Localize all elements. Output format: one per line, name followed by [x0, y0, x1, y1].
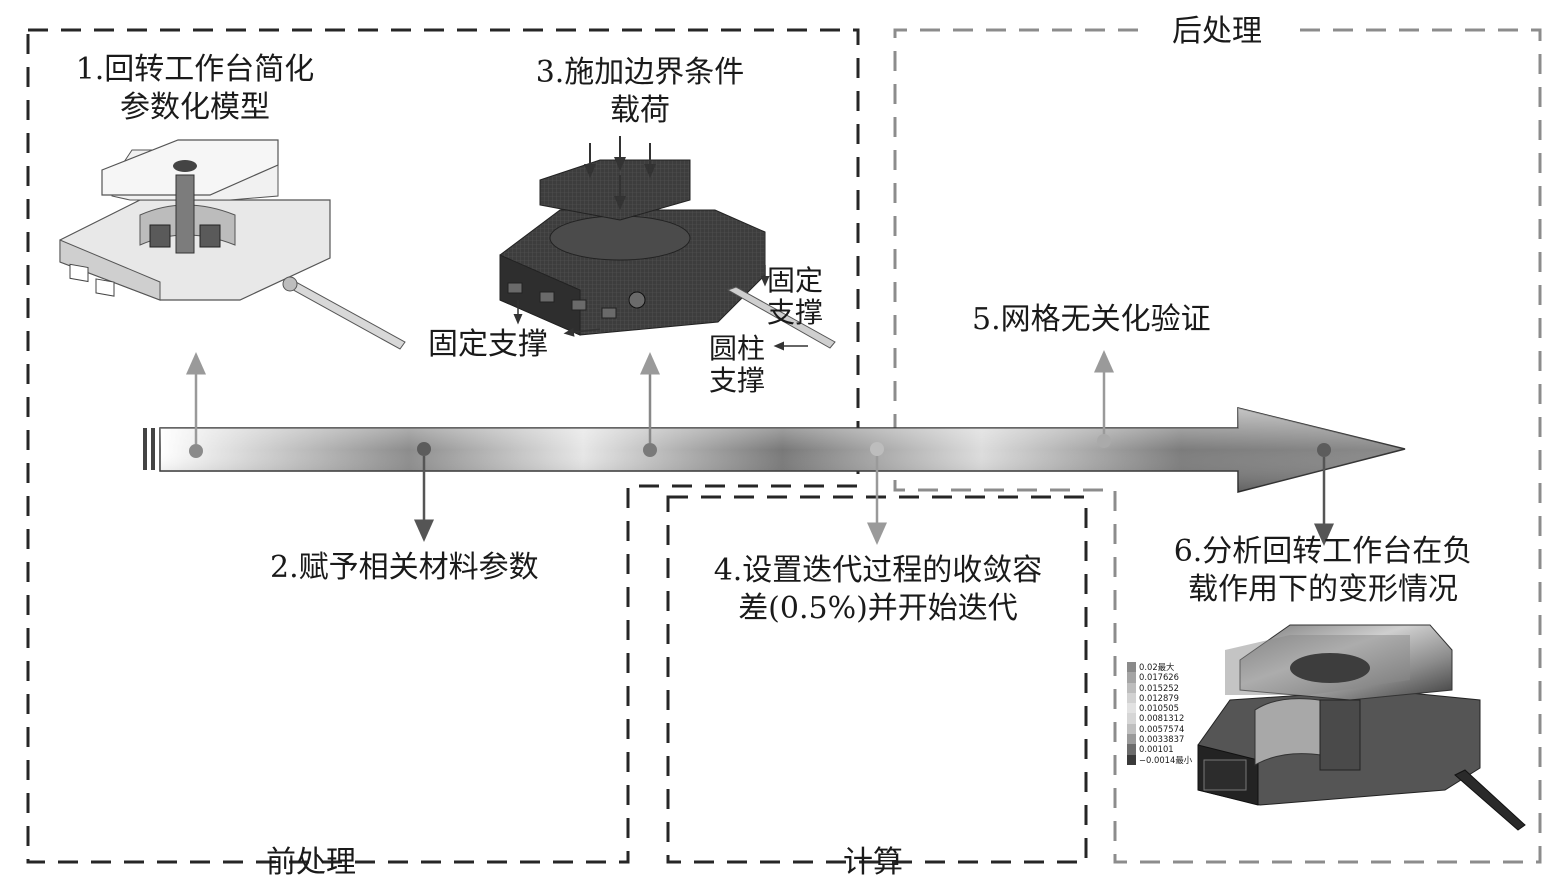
step4-label: 4.设置迭代过程的收敛容 差(0.5%)并开始迭代: [683, 552, 1073, 628]
timeline-dot-step3: [643, 443, 657, 457]
legend-value: 0.015252: [1139, 682, 1179, 693]
step5-label: 5.网格无关化验证: [972, 302, 1211, 337]
phase-label-calculation: 计算: [843, 845, 903, 880]
timeline-dot-step2: [417, 442, 431, 456]
legend-value: −0.0014最小: [1139, 754, 1193, 765]
legend-value: 0.0081312: [1139, 713, 1185, 724]
fixed-support-right-label: 固定 支撑: [760, 265, 830, 329]
legend-row: 0.02最大: [1127, 662, 1187, 673]
step4-line2: 差(0.5%)并开始迭代: [738, 591, 1018, 626]
legend-row: 0.015252: [1127, 682, 1187, 693]
step2-label: 2.赋予相关材料参数: [270, 550, 539, 585]
step6-label: 6.分析回转工作台在负 载作用下的变形情况: [1148, 533, 1498, 609]
legend-swatch: [1127, 662, 1136, 673]
legend-value: 0.00101: [1139, 744, 1174, 755]
step4-line1: 4.设置迭代过程的收敛容: [713, 553, 1043, 588]
deformation-result-model-image: [1197, 624, 1526, 831]
legend-swatch: [1127, 682, 1136, 693]
step3-line1: 3.施加边界条件: [535, 55, 745, 90]
fixed-support-right-line2: 支撑: [766, 296, 823, 329]
legend-swatch: [1127, 754, 1136, 765]
boundary-condition-model-image: [499, 136, 836, 351]
legend-swatch: [1127, 692, 1136, 704]
phase-label-post-processing: 后处理: [1168, 13, 1266, 51]
legend-row: 0.0057574: [1127, 723, 1187, 735]
legend-row: 0.017626: [1127, 672, 1187, 683]
timeline-dot-step1: [189, 444, 203, 458]
step1-label: 1.回转工作台简化 参数化模型: [55, 51, 335, 127]
legend-row: 0.012879: [1127, 692, 1187, 704]
cylinder-support-label: 圆柱 支撑: [702, 333, 772, 397]
legend-value: 0.0033837: [1139, 734, 1185, 745]
legend-swatch: [1127, 713, 1136, 724]
legend-row: 0.0033837: [1127, 734, 1187, 745]
pre-processing-box: [26, 28, 860, 864]
legend-swatch: [1127, 723, 1136, 735]
rotary-table-model-image: [59, 139, 406, 350]
timeline-dot-step5: [1097, 434, 1111, 448]
cylinder-support-line2: 支撑: [708, 364, 765, 397]
step3-label: 3.施加边界条件 载荷: [505, 54, 775, 130]
legend-row: 0.010505: [1127, 703, 1187, 714]
legend-value: 0.012879: [1139, 692, 1179, 703]
timeline-arrow: [143, 407, 1406, 493]
step1-line2: 参数化模型: [120, 90, 270, 125]
legend-value: 0.0057574: [1139, 723, 1185, 734]
legend-value: 0.010505: [1139, 703, 1179, 714]
legend-value: 0.017626: [1139, 672, 1179, 683]
legend-swatch: [1127, 672, 1136, 683]
legend-row: −0.0014最小: [1127, 754, 1192, 765]
fixed-support-right-line1: 固定: [766, 264, 823, 297]
phase-label-pre-processing: 前处理: [266, 845, 356, 880]
legend-value: 0.02最大: [1139, 662, 1175, 672]
legend-swatch: [1127, 703, 1136, 714]
timeline-dot-step4: [870, 442, 884, 456]
step1-line1: 1.回转工作台简化: [75, 52, 315, 87]
step3-line2: 载荷: [610, 93, 670, 128]
legend-row: 0.0081312: [1127, 713, 1187, 724]
step6-line1: 6.分析回转工作台在负: [1173, 534, 1473, 569]
step6-line2: 载作用下的变形情况: [1188, 572, 1458, 607]
fixed-support-left-label: 固定支撑: [428, 327, 548, 362]
timeline-dot-step6: [1317, 443, 1331, 457]
post-processing-box: [893, 28, 1542, 864]
legend-swatch: [1127, 734, 1136, 745]
legend-swatch: [1127, 744, 1136, 755]
legend-row: 0.00101: [1127, 744, 1187, 755]
cylinder-support-line1: 圆柱: [708, 332, 765, 365]
